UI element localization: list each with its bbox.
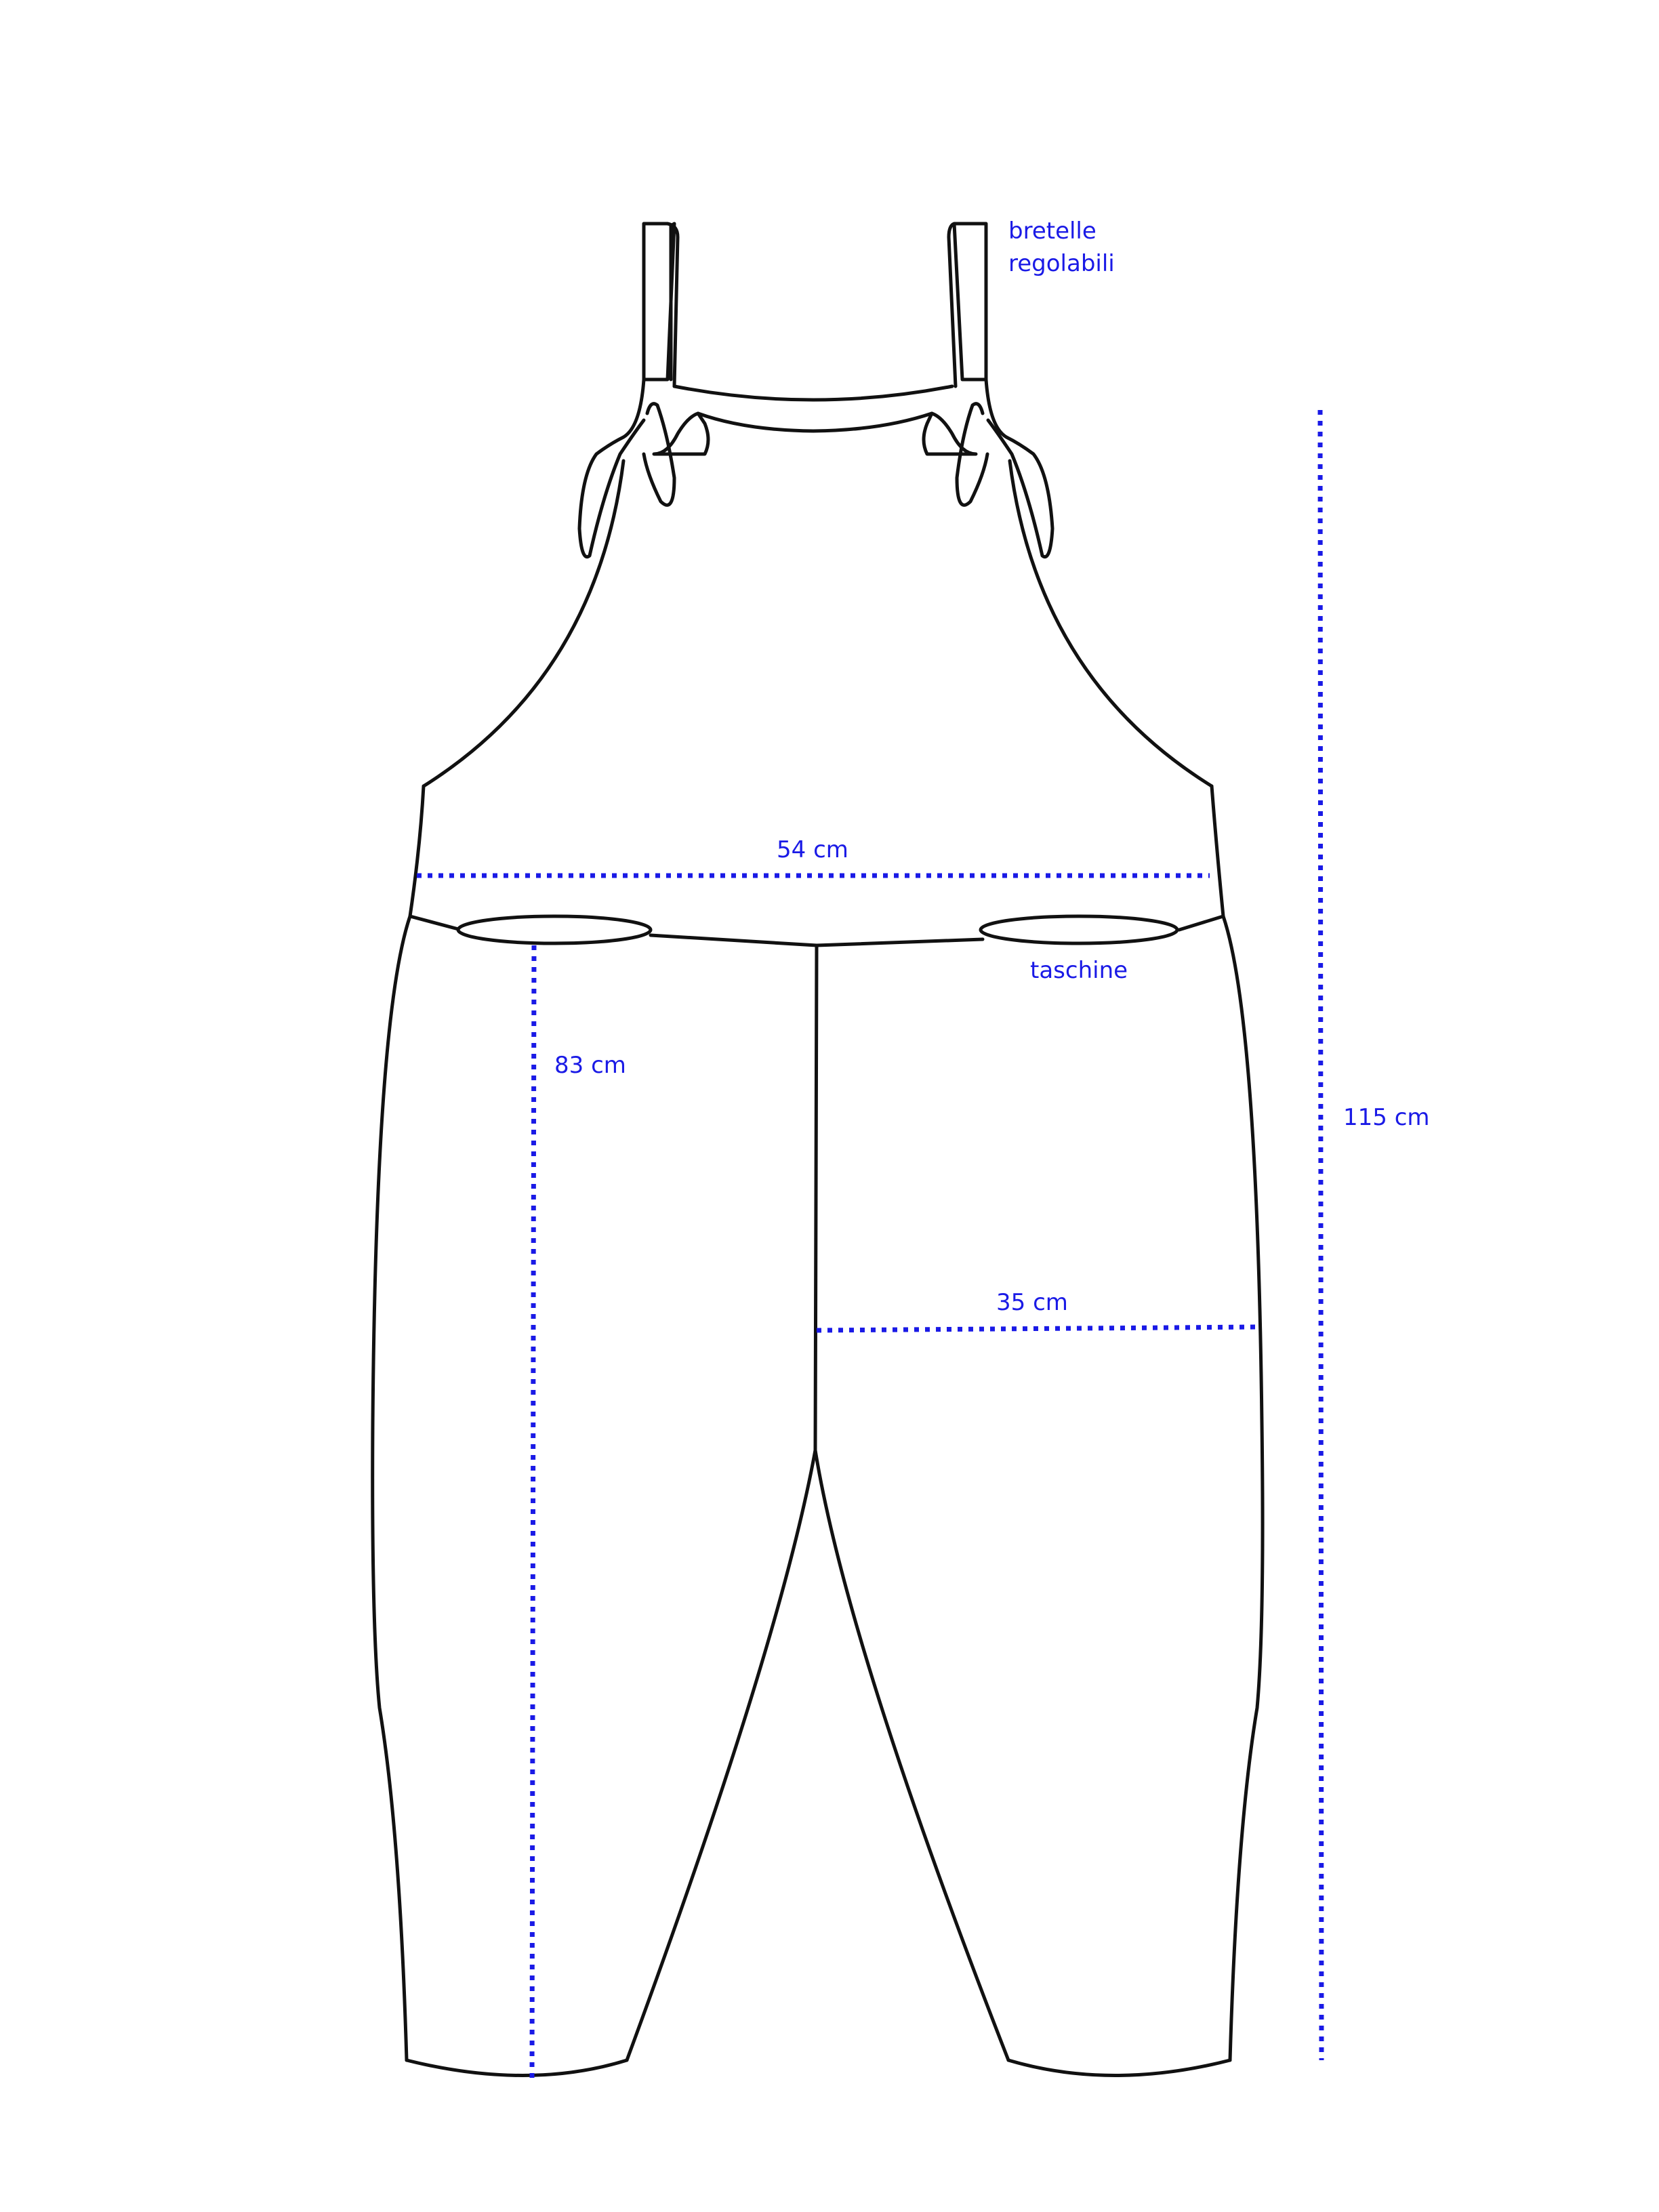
straps-label-line2: regolabili	[1008, 250, 1115, 277]
left-leg-outer	[371, 914, 412, 2062]
right-leg-inner	[813, 1448, 1010, 2062]
inseam-length-label: 83 cm	[554, 1052, 626, 1079]
left-hem	[405, 2058, 629, 2077]
total-length-line	[1317, 409, 1324, 2061]
straps-label-line1: bretelle	[1008, 218, 1097, 245]
total-length-label: 115 cm	[1343, 1104, 1430, 1131]
left-leg-inner	[625, 1448, 817, 2062]
left-tie	[577, 377, 710, 559]
waist-right	[1210, 784, 1225, 918]
inseam-length-line	[529, 945, 537, 2081]
waist-left	[408, 784, 426, 918]
bib-left-edge	[422, 459, 626, 788]
left-strap	[642, 222, 680, 388]
right-tie	[922, 377, 1054, 559]
left-pocket	[456, 914, 653, 945]
center-seam	[813, 943, 819, 1452]
right-strap	[947, 222, 988, 388]
right-leg-outer	[1221, 914, 1265, 2062]
garment-outline	[371, 222, 1265, 2077]
measurements	[417, 409, 1324, 2081]
bib-right-edge	[1008, 459, 1214, 788]
pockets-label: taschine	[1030, 957, 1128, 984]
annotations: bretelle regolabili 54 cm taschine 83 cm…	[554, 218, 1430, 1316]
neckline-band	[672, 384, 954, 433]
right-pocket	[979, 914, 1179, 945]
right-hem	[1006, 2058, 1232, 2077]
leg-width-label: 35 cm	[996, 1289, 1068, 1316]
leg-width-line	[816, 1324, 1260, 1333]
chest-width-label: 54 cm	[777, 836, 848, 863]
